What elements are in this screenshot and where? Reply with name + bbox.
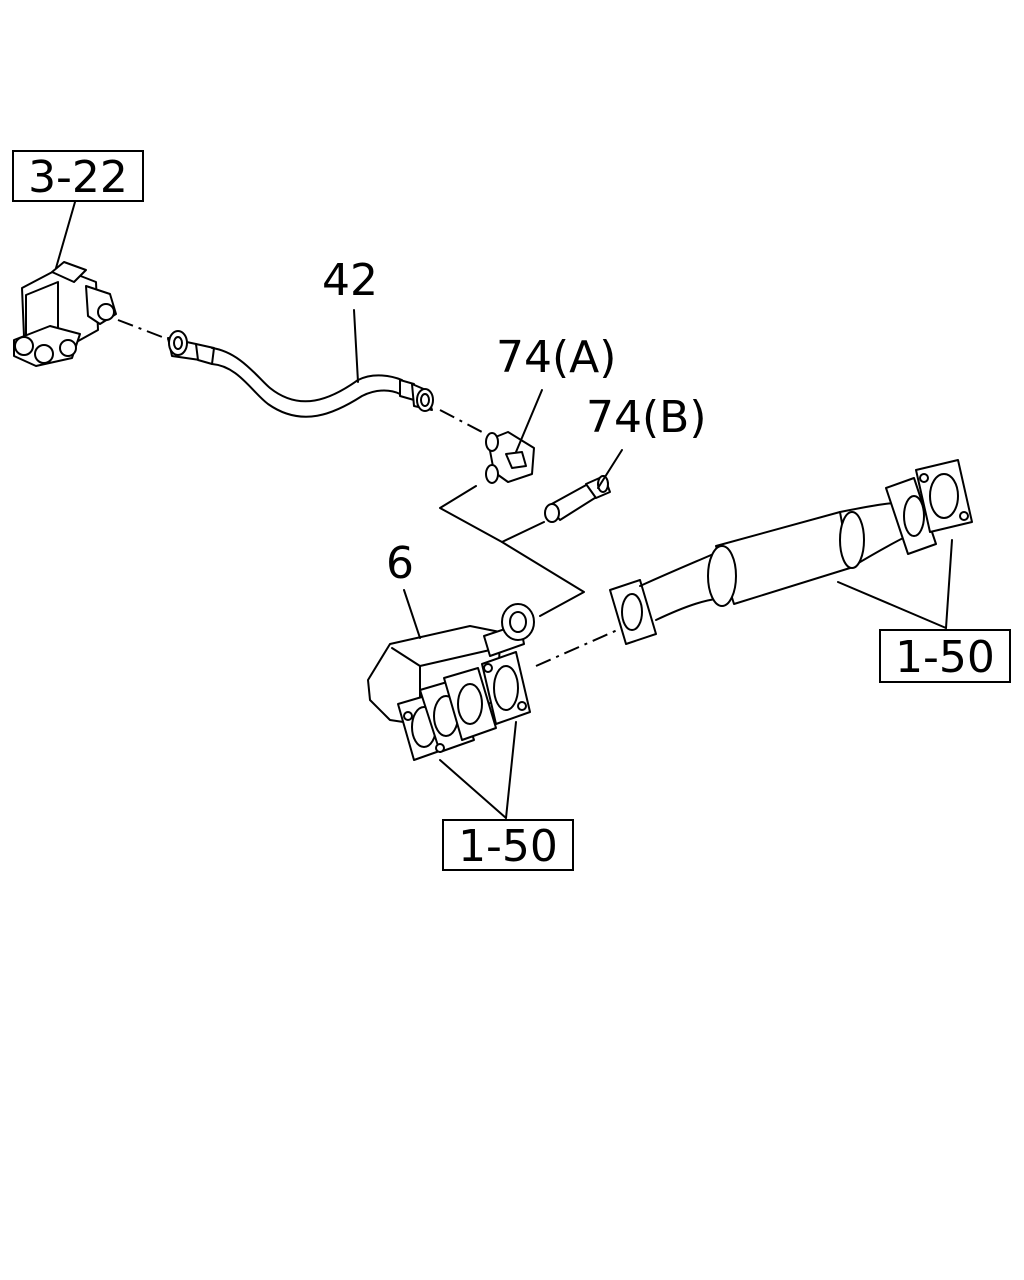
label-6: 6 — [386, 538, 414, 589]
ref-box-3-22[interactable]: 3-22 — [12, 150, 144, 203]
hose-42 — [167, 330, 434, 418]
ref-label-1-50-bottom: 1-50 — [458, 821, 558, 872]
leader-3-22 — [55, 201, 76, 269]
leader-hose-fitting — [439, 409, 483, 433]
bracket-fittings — [439, 485, 545, 543]
leader-1-50-bottom-b — [505, 721, 517, 819]
ref-box-1-50-right[interactable]: 1-50 — [879, 629, 1011, 683]
leader-74a — [515, 389, 543, 453]
bracket-to-elbow — [501, 541, 585, 617]
leader-1-50-bottom-a — [439, 759, 507, 819]
label-42: 42 — [322, 255, 378, 306]
leader-1-50-right-a — [837, 581, 947, 629]
leader-6 — [403, 589, 421, 639]
leader-42 — [353, 309, 359, 383]
ref-box-1-50-bottom[interactable]: 1-50 — [442, 819, 574, 872]
leader-valve-hose — [117, 319, 171, 341]
valve-assembly — [13, 261, 117, 367]
ref-label-1-50-right: 1-50 — [895, 632, 995, 683]
ref-label-3-22: 3-22 — [28, 152, 128, 203]
leader-74b — [597, 449, 623, 489]
flange-gaskets-bottom — [397, 651, 531, 761]
label-74b: 74(B) — [586, 392, 707, 443]
label-74a: 74(A) — [496, 332, 616, 383]
leader-1-50-right-b — [945, 539, 953, 629]
leader-elbow-pipe — [535, 627, 623, 667]
front-exhaust-pipe — [609, 459, 973, 645]
fitting-74a — [485, 431, 535, 484]
